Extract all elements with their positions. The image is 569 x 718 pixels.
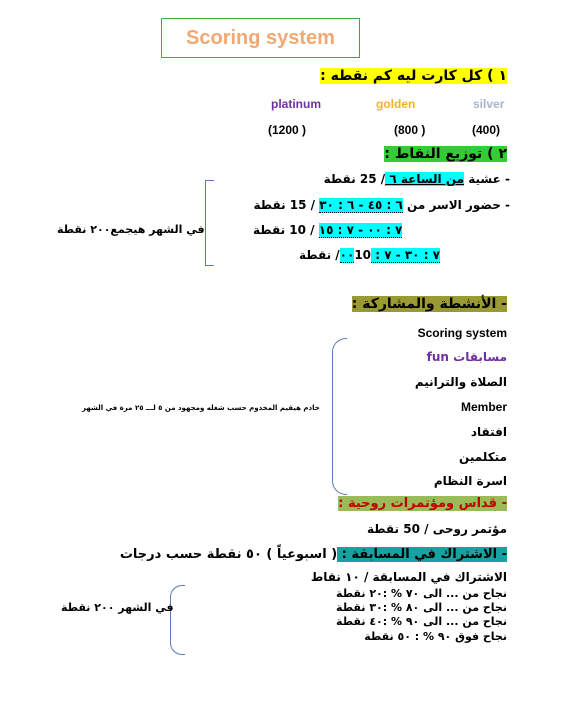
activity-speakers: متكلمين: [459, 450, 507, 464]
schedule-line-4: ٧ : ٣٠ - ٧ : ٠٠10/ نقطة: [299, 248, 440, 263]
card-golden-name: golden: [376, 97, 416, 111]
page-title: Scoring system: [186, 26, 335, 49]
title-box: Scoring system: [161, 18, 360, 58]
activity-member: Member: [460, 400, 507, 414]
activity-scoring-system: Scoring system: [417, 326, 507, 340]
activity-order-family: اسرة النظام: [433, 474, 507, 488]
section5-side-note: في الشهر ٢٠٠ نقطة: [61, 601, 174, 614]
section5-heading: - الاشتراك في المسابقة : ( اسبوعياً ) ٥٠…: [119, 547, 507, 562]
section3-heading: - الأنشطة والمشاركة :: [351, 296, 507, 312]
competition-item-4: نجاح من ... الى ٩٠ % :٤٠ نقطة: [336, 615, 507, 628]
card-platinum-name: platinum: [271, 97, 321, 111]
section1-heading: ١ ) كل كارت ليه كم نقطه :: [320, 68, 507, 84]
card-golden-points: (800 ): [394, 123, 426, 137]
competition-item-2: نجاح من ... الى ٧٠ % :٢٠ نقطة: [336, 587, 507, 600]
competition-item-1: الاشتراك في المسابقة / ١٠ نقاط: [310, 570, 507, 584]
activity-fun-competitions: مسابقات fun: [426, 350, 507, 364]
bracket-section3: [332, 338, 347, 495]
card-platinum-points: (1200 ): [268, 123, 307, 137]
competition-item-3: نجاح من ... الى ٨٠ % :٣٠ نقطة: [336, 601, 507, 614]
section2-heading: ٢ ) توزيع النقاط :: [384, 146, 507, 162]
conference-points: مؤتمر روحى / 50 نقطة: [366, 522, 507, 536]
section4-heading: - قداس ومؤتمرات روحية :: [338, 496, 507, 511]
schedule-line-3: ٧ : ٠٠ - ٧ : ١٥ / 10 نقطة: [253, 223, 403, 238]
schedule-line-2: - حضور الاسر من ٦ : ٤٥ - ٦ : ٣٠ / 15 نقط…: [253, 198, 510, 213]
activity-visitation: افتقاد: [470, 425, 507, 439]
bracket-section5: [170, 585, 185, 655]
activity-prayer-hymns: الصلاة والترانيم: [414, 375, 507, 389]
section3-side-note: خادم هيقيم المخدوم حسب شغله ومجهود من ٥ …: [82, 404, 320, 412]
card-silver-points: (400): [472, 123, 501, 137]
card-silver-name: silver: [473, 97, 505, 111]
competition-item-5: نجاح فوق ٩٠ % : ٥٠ نقطة: [364, 630, 507, 643]
schedule-line-1: - عشية من الساعة ٦ / 25 نقطة: [323, 172, 510, 186]
section2-side-note: في الشهر هيجمع٢٠٠ نقطة: [57, 223, 205, 236]
bracket-section2: [205, 180, 214, 266]
